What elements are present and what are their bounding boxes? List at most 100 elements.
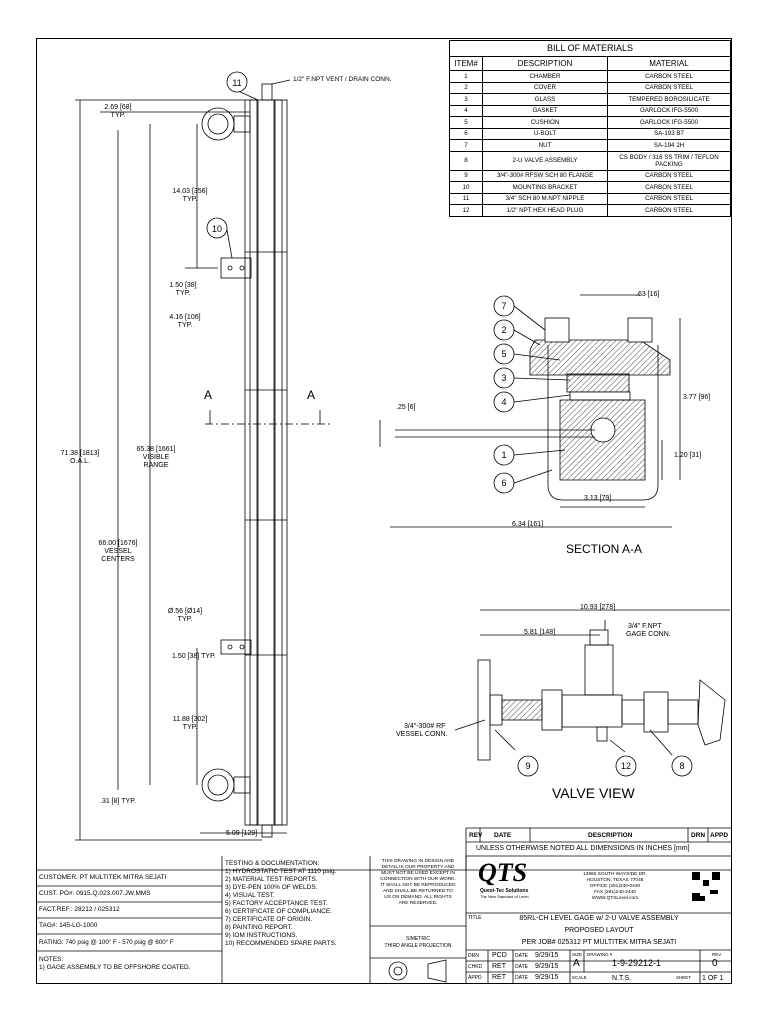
section-mark-left: A bbox=[204, 388, 213, 402]
rev-value: 0 bbox=[712, 958, 718, 969]
title-label: TITLE bbox=[468, 915, 482, 921]
balloon-8: 8 bbox=[679, 761, 685, 771]
dim-416: 4.16 [106] bbox=[169, 314, 201, 321]
company-logo-sub1: Quest-Tec Solutions bbox=[480, 888, 529, 894]
dim-150b: 1.50 [38] TYP. bbox=[172, 653, 216, 660]
dim-vessel-centers-sub2: CENTERS bbox=[101, 556, 135, 563]
appd-label: APPD bbox=[468, 975, 482, 981]
testing-item: 10) RECOMMENDED SPARE PARTS. bbox=[225, 940, 337, 947]
dim-oal-sub: O.A.L. bbox=[70, 458, 90, 465]
bill-of-materials: BILL OF MATERIALS ITEM# DESCRIPTION MATE… bbox=[449, 40, 731, 217]
dim-oal: 71.38 [1813] bbox=[60, 450, 100, 457]
dim-063: .63 [16] bbox=[636, 291, 660, 298]
balloon-5: 5 bbox=[501, 349, 507, 359]
balloon-1: 1 bbox=[501, 450, 507, 460]
testing-item: 3) DYE-PEN 100% OF WELDS. bbox=[225, 884, 318, 891]
dim-visible-sub2: RANGE bbox=[143, 462, 169, 469]
chkd-value: RET bbox=[492, 963, 506, 970]
fact-ref: FACT.REF.: 28212 / 025312 bbox=[39, 906, 120, 913]
notes-label: NOTES: bbox=[39, 956, 64, 963]
rating: RATING: 740 psig @ 100° F - 570 psig @ 6… bbox=[39, 939, 174, 946]
balloon-6: 6 bbox=[501, 478, 507, 488]
units-note: UNLESS OTHERWISE NOTED ALL DIMENSIONS IN… bbox=[476, 845, 690, 852]
company-logo-sub2: The New Standard of Level bbox=[480, 894, 529, 899]
section-mark-right: A bbox=[307, 388, 316, 402]
testing-item: 5) FACTORY ACCEPTANCE TEST. bbox=[225, 900, 328, 907]
dim-14-typ: TYP. bbox=[182, 196, 198, 203]
dim-1093: 10.93 [278] bbox=[580, 604, 616, 611]
balloon-2: 2 bbox=[501, 325, 507, 335]
drawing-number-label: DRAWING # bbox=[587, 952, 613, 957]
drawing-number: 1-9-29212-1 bbox=[612, 958, 662, 968]
dim-150-typ: TYP. bbox=[175, 290, 191, 297]
testing-item: 1) HYDROSTATIC TEST AT 1110 psig. bbox=[225, 868, 337, 875]
testing-title: TESTING & DOCUMENTATION: bbox=[225, 860, 320, 867]
section-title: SECTION A-A bbox=[566, 542, 643, 556]
customer-po: CUST. PO#: 0915.Q.023.007.JW.MMS bbox=[39, 890, 151, 897]
testing-item: 4) VISUAL TEST. bbox=[225, 892, 275, 899]
dim-14: 14.03 [356] bbox=[172, 188, 208, 195]
rev-header: REV bbox=[469, 832, 483, 839]
chkd-date: 9/29/15 bbox=[535, 963, 559, 970]
drn-date: 9/29/15 bbox=[535, 952, 559, 959]
chkd-label: CHKD bbox=[468, 964, 483, 970]
dim-634: 6.34 [161] bbox=[512, 521, 544, 528]
dim-top-typ: TYP. bbox=[110, 112, 126, 119]
projection-label-1: SIMETRIC bbox=[406, 936, 430, 942]
company-logo: QTS bbox=[478, 858, 528, 887]
appd-header: APPD bbox=[710, 832, 729, 839]
appd-date: 9/29/15 bbox=[535, 974, 559, 981]
rev-label: REV bbox=[712, 952, 722, 957]
bom-header-material: MATERIAL bbox=[607, 56, 731, 71]
scale-label: SCALE bbox=[572, 975, 587, 980]
balloon-11: 11 bbox=[232, 78, 242, 88]
drawing-title-2: PROPOSED LAYOUT bbox=[564, 927, 634, 934]
customer-name: CUSTOMER: PT MULTITEK MITRA SEJATI bbox=[39, 874, 167, 881]
drawing-title-1: 85RL-CH LEVEL GAGE w/ 2-U VALVE ASSEMBLY bbox=[519, 915, 679, 922]
balloon-9: 9 bbox=[525, 761, 531, 771]
vent-note: 1/2" F.NPT VENT / DRAIN CONN. bbox=[293, 76, 392, 83]
size-value: A bbox=[573, 958, 580, 969]
section-a-a-drawing bbox=[379, 294, 681, 528]
dim-1188: 11.88 [302] bbox=[172, 716, 208, 723]
valve-view-drawing bbox=[454, 609, 730, 761]
sheet-value: 1 OF 1 bbox=[702, 975, 724, 982]
balloon-4: 4 bbox=[501, 397, 507, 407]
dim-visible: 65.38 [1661] bbox=[136, 446, 176, 453]
company-address: 13960 SOUTH WAYSIDE DR.HOUSTON, TEXAS 77… bbox=[583, 872, 647, 901]
gage-conn-1: 3/4" F.NPT bbox=[628, 623, 662, 630]
drn-date-label: DATE bbox=[515, 953, 528, 959]
date-header: DATE bbox=[494, 832, 512, 839]
balloon-12: 12 bbox=[620, 761, 631, 771]
valve-title: VALVE VIEW bbox=[552, 785, 635, 801]
dim-vessel-centers-sub1: VESSEL bbox=[104, 548, 132, 555]
gauge-chamber bbox=[244, 99, 288, 826]
dim-1188-typ: TYP. bbox=[182, 724, 198, 731]
scale-value: N.T.S. bbox=[612, 975, 632, 982]
sheet-label: SHEET bbox=[676, 975, 692, 980]
drn-header: DRN bbox=[691, 832, 706, 839]
appd-value: RET bbox=[492, 974, 506, 981]
drn-value: PCD bbox=[492, 952, 507, 959]
tag-number: TAG#: 145-LG-1000 bbox=[39, 922, 98, 929]
size-label: SIZE bbox=[572, 952, 583, 957]
dim-top: 2.69 [68] bbox=[104, 104, 132, 111]
drawing-title-3: PER JOB# 025312 PT MULTITEK MITRA SEJATI bbox=[521, 939, 677, 946]
note-1: 1) GAGE ASSEMBLY TO BE OFFSHORE COATED. bbox=[39, 964, 191, 971]
dim-056: Ø.56 [Ø14] bbox=[167, 608, 203, 615]
qr-code bbox=[692, 872, 720, 901]
chkd-date-label: DATE bbox=[515, 964, 528, 970]
testing-item: 6) CERTIFICATE OF COMPLIANCE. bbox=[225, 908, 333, 915]
dim-056-typ: TYP. bbox=[177, 616, 193, 623]
